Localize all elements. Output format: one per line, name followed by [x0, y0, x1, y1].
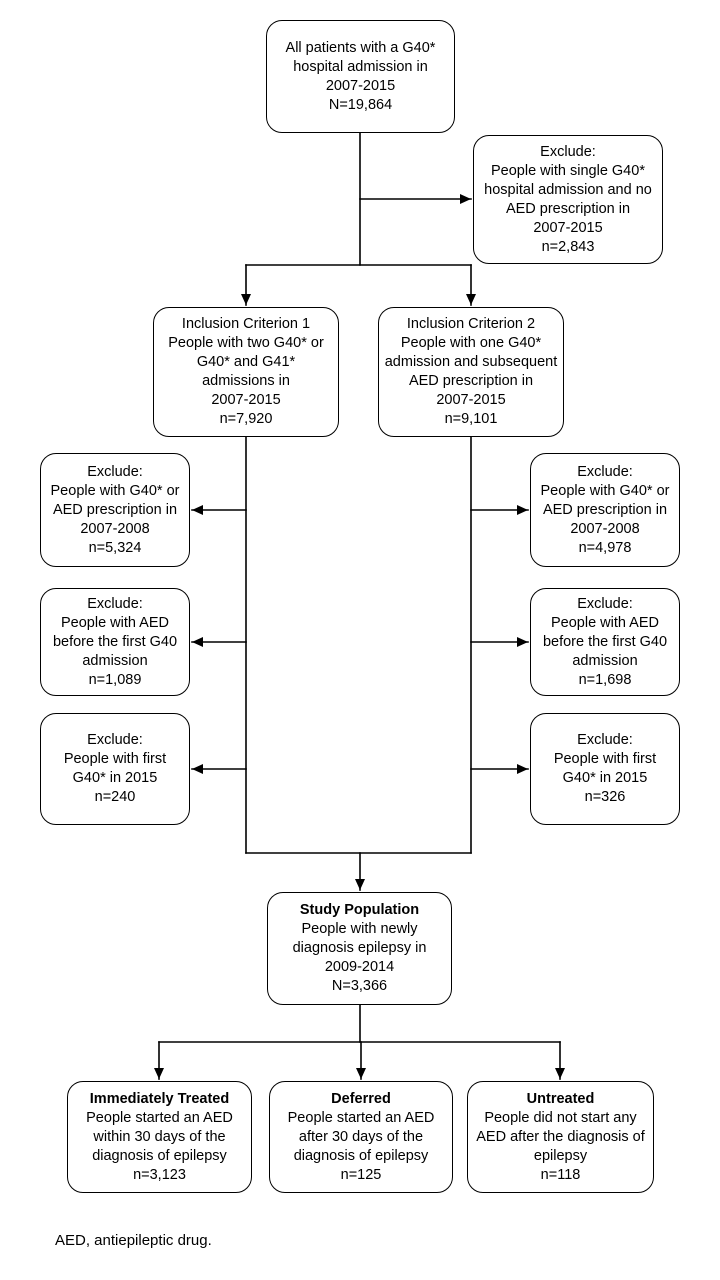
box-exclude-right-prior-prescription-text: Exclude: People with G40* or AED prescri… — [540, 463, 670, 556]
box-study-population-text: People with newly diagnosis epilepsy in … — [292, 921, 427, 994]
box-exclude-left-first-g40-2015-text: Exclude: People with first G40* in 2015 … — [63, 732, 167, 805]
box-exclude-right-aed-before-first-text: Exclude: People with AED before the firs… — [542, 595, 668, 688]
box-exclude-right-aed-before-first: Exclude: People with AED before the firs… — [530, 588, 680, 696]
box-inclusion-criterion-2: Inclusion Criterion 2 People with one G4… — [378, 307, 564, 437]
box-untreated: Untreated People did not start any AED a… — [467, 1081, 654, 1193]
box-deferred-text: People started an AED after 30 days of t… — [287, 1109, 435, 1183]
box-exclude-left-aed-before-first-text: Exclude: People with AED before the firs… — [52, 595, 178, 688]
footnote-abbreviation: AED, antiepileptic drug. — [55, 1232, 212, 1249]
box-untreated-text: People did not start any AED after the d… — [476, 1109, 645, 1183]
box-untreated-title: Untreated — [526, 1090, 595, 1107]
box-exclude-right-first-g40-2015-text: Exclude: People with first G40* in 2015 … — [553, 732, 657, 805]
box-all-patients: All patients with a G40* hospital admiss… — [266, 20, 455, 133]
box-exclude-right-prior-prescription: Exclude: People with G40* or AED prescri… — [530, 453, 680, 567]
box-deferred: Deferred People started an AED after 30 … — [269, 1081, 453, 1193]
box-exclude-single-admission-text: Exclude: People with single G40* hospita… — [484, 143, 652, 255]
box-deferred-title: Deferred — [331, 1090, 391, 1107]
box-study-population: Study Population People with newly diagn… — [267, 892, 452, 1005]
box-inclusion-criterion-1: Inclusion Criterion 1 People with two G4… — [153, 307, 339, 437]
box-exclude-left-prior-prescription-text: Exclude: People with G40* or AED prescri… — [50, 463, 180, 556]
box-immediately-treated-text: People started an AED within 30 days of … — [86, 1109, 233, 1183]
box-inclusion-criterion-2-text: Inclusion Criterion 2 People with one G4… — [384, 316, 558, 427]
box-immediately-treated-title: Immediately Treated — [89, 1090, 230, 1107]
box-study-population-title: Study Population — [299, 902, 420, 918]
box-exclude-left-first-g40-2015: Exclude: People with first G40* in 2015 … — [40, 713, 190, 825]
box-immediately-treated: Immediately Treated People started an AE… — [67, 1081, 252, 1193]
box-exclude-single-admission: Exclude: People with single G40* hospita… — [473, 135, 663, 264]
box-exclude-left-prior-prescription: Exclude: People with G40* or AED prescri… — [40, 453, 190, 567]
box-exclude-left-aed-before-first: Exclude: People with AED before the firs… — [40, 588, 190, 696]
box-inclusion-criterion-1-text: Inclusion Criterion 1 People with two G4… — [168, 316, 324, 427]
box-exclude-right-first-g40-2015: Exclude: People with first G40* in 2015 … — [530, 713, 680, 825]
box-all-patients-text: All patients with a G40* hospital admiss… — [285, 39, 436, 113]
